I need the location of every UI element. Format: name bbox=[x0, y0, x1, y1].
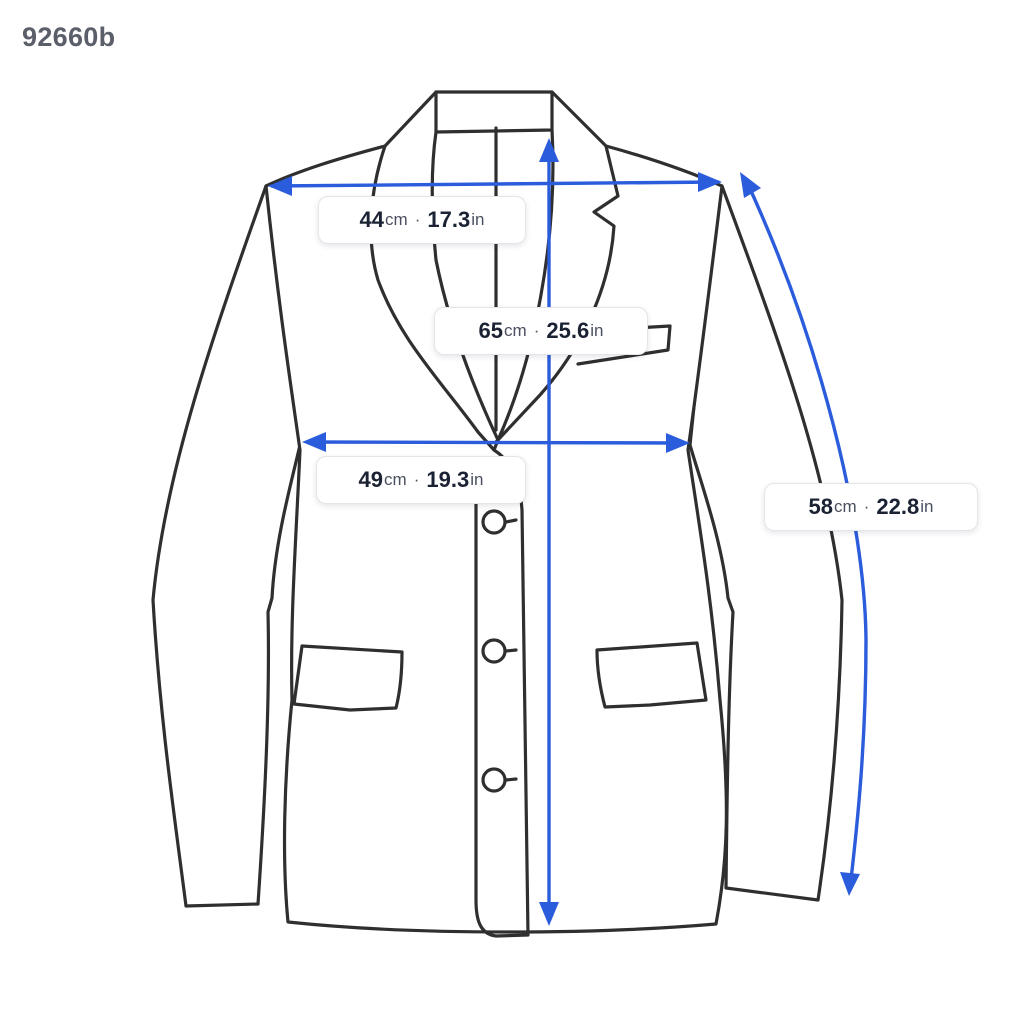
chest-cm-unit: cm bbox=[384, 470, 407, 489]
chest-separator: · bbox=[413, 470, 420, 489]
length-in-value: 25.6 bbox=[546, 318, 590, 343]
collar bbox=[434, 90, 554, 134]
length-cm-unit: cm bbox=[504, 321, 527, 340]
sleeve-cm-unit: cm bbox=[834, 497, 857, 516]
length-cm-value: 65 bbox=[478, 318, 504, 343]
chest-in-value: 19.3 bbox=[426, 467, 470, 492]
length-separator: · bbox=[533, 321, 540, 340]
left-sleeve bbox=[151, 184, 302, 908]
right-pocket-flap bbox=[595, 641, 708, 709]
right-sleeve bbox=[688, 184, 844, 902]
chest-cm-value: 49 bbox=[358, 467, 384, 492]
shoulder-separator: · bbox=[414, 210, 421, 229]
shoulder-in-unit: in bbox=[471, 210, 485, 229]
sleeve-in-unit: in bbox=[920, 497, 934, 516]
sleeve-in-value: 22.8 bbox=[876, 494, 920, 519]
sleeve-measure-arrow bbox=[740, 172, 868, 896]
sleeve-cm-value: 58 bbox=[808, 494, 834, 519]
shoulder-measure-arrow bbox=[268, 172, 722, 196]
left-pocket-flap bbox=[292, 644, 404, 712]
jacket-outline bbox=[151, 90, 844, 938]
chest-measure-arrow bbox=[302, 432, 690, 453]
sleeve-separator: · bbox=[863, 497, 870, 516]
chest-in-unit: in bbox=[470, 470, 484, 489]
length-measure-arrow bbox=[539, 138, 559, 926]
shoulder-in-value: 17.3 bbox=[427, 207, 471, 232]
shoulder-cm-unit: cm bbox=[385, 210, 408, 229]
product-code: 92660b bbox=[22, 22, 116, 52]
shoulder-cm-value: 44 bbox=[359, 207, 385, 232]
length-in-unit: in bbox=[590, 321, 604, 340]
right-lapel bbox=[494, 128, 620, 444]
